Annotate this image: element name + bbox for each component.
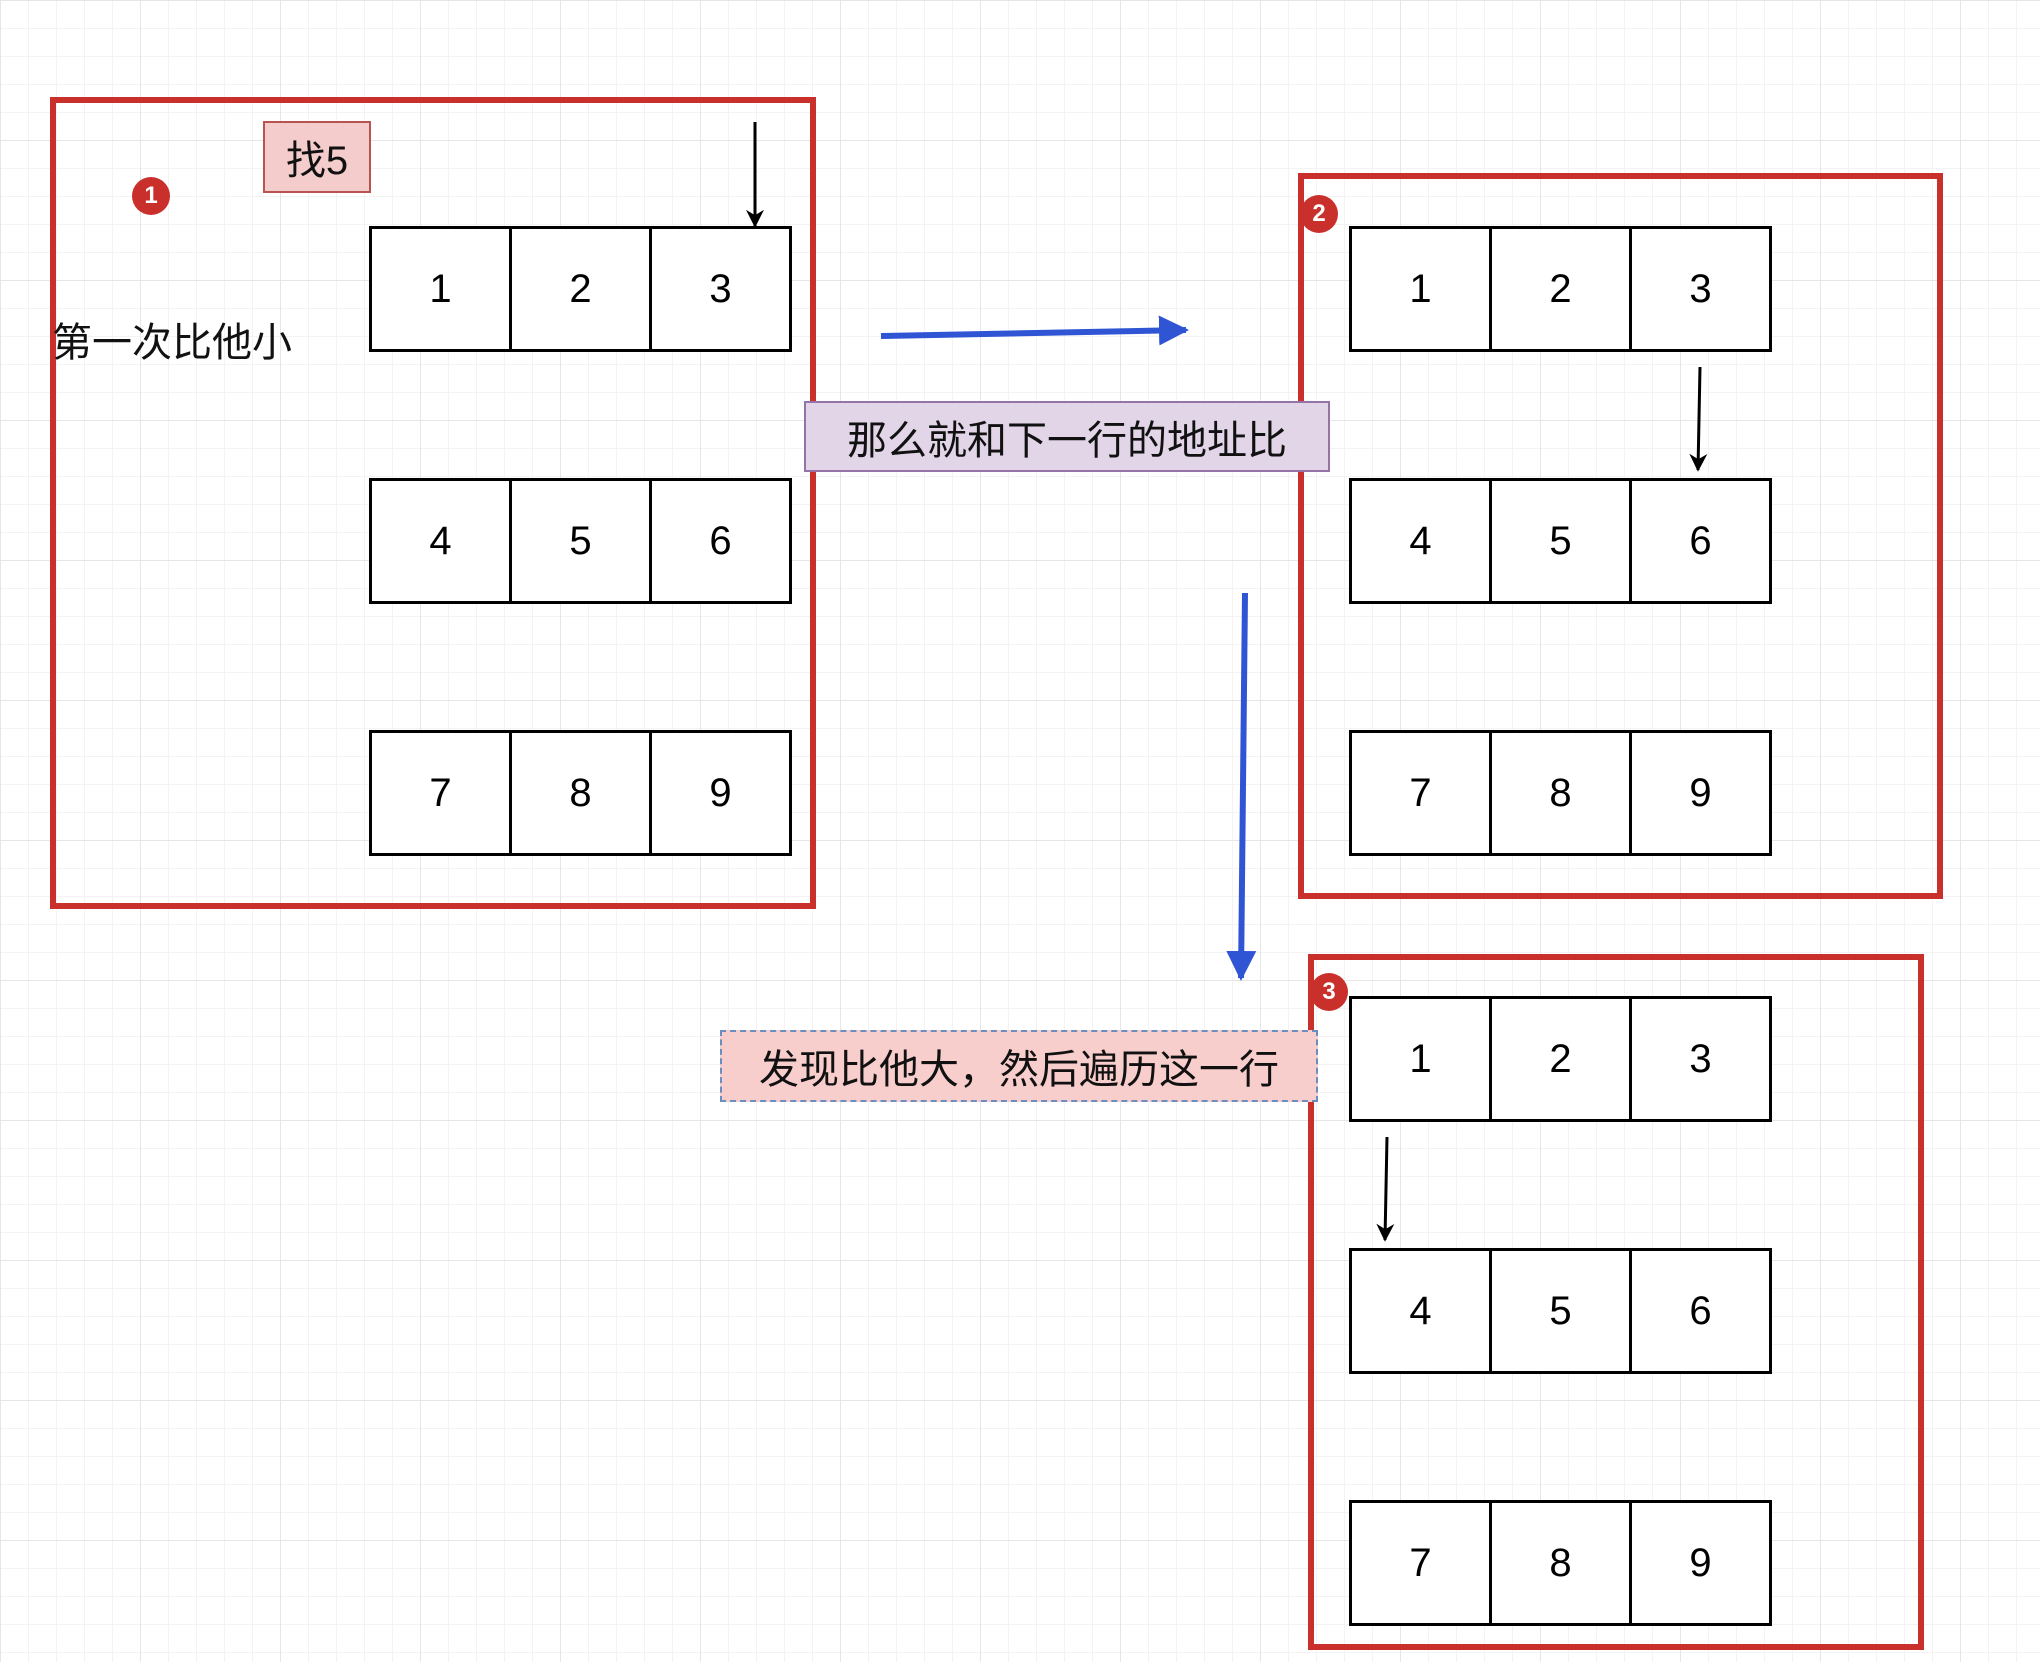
step-badge-3: 3: [1310, 973, 1348, 1011]
panel-3-cell-2: 2: [1489, 996, 1632, 1122]
panel-2-frame: [1298, 173, 1943, 899]
panel-2-grid: 1 2 3 4 5 6 7 8 9: [1349, 226, 1772, 856]
panel-2-cell-1: 1: [1349, 226, 1492, 352]
panel-3-cell-9: 9: [1629, 1500, 1772, 1626]
next-row-caption: 那么就和下一行的地址比: [804, 401, 1330, 472]
panel-2-cell-4: 4: [1349, 478, 1492, 604]
panel-3-grid: 1 2 3 4 5 6 7 8 9: [1349, 996, 1772, 1626]
first-compare-label: 第一次比他小: [52, 321, 292, 365]
panel-1-cell-1: 1: [369, 226, 512, 352]
panel-1-cell-3: 3: [649, 226, 792, 352]
panel-3-cell-5: 5: [1489, 1248, 1632, 1374]
panel-1-cell-5: 5: [509, 478, 652, 604]
traverse-row-caption: 发现比他大，然后遍历这一行: [720, 1030, 1318, 1102]
panel-3-cell-7: 7: [1349, 1500, 1492, 1626]
panel-3-frame: [1308, 954, 1924, 1650]
panel-2-cell-6: 6: [1629, 478, 1772, 604]
find-target-label: 找5: [263, 121, 371, 193]
panel-3-cell-3: 3: [1629, 996, 1772, 1122]
panel-3-cell-4: 4: [1349, 1248, 1492, 1374]
panel-3-cell-6: 6: [1629, 1248, 1772, 1374]
panel-2-cell-9: 9: [1629, 730, 1772, 856]
panel-1-cell-4: 4: [369, 478, 512, 604]
panel-3-cell-1: 1: [1349, 996, 1492, 1122]
panel-1-frame: [50, 97, 816, 909]
step-badge-2: 2: [1300, 195, 1338, 233]
flow-arrow-right: [880, 315, 1189, 346]
panel-3-cell-8: 8: [1489, 1500, 1632, 1626]
panel-2-cell-7: 7: [1349, 730, 1492, 856]
panel-2-cell-5: 5: [1489, 478, 1632, 604]
panel-1-grid: 1 2 3 4 5 6 7 8 9: [369, 226, 792, 856]
panel-2-cell-2: 2: [1489, 226, 1632, 352]
panel-2-cell-8: 8: [1489, 730, 1632, 856]
panel-2-cell-3: 3: [1629, 226, 1772, 352]
panel-1-cell-2: 2: [509, 226, 652, 352]
step-badge-1: 1: [132, 177, 170, 215]
panel-1-cell-6: 6: [649, 478, 792, 604]
panel-1-cell-8: 8: [509, 730, 652, 856]
panel-1-cell-9: 9: [649, 730, 792, 856]
flow-arrow-down: [1226, 592, 1257, 981]
panel-1-cell-7: 7: [369, 730, 512, 856]
